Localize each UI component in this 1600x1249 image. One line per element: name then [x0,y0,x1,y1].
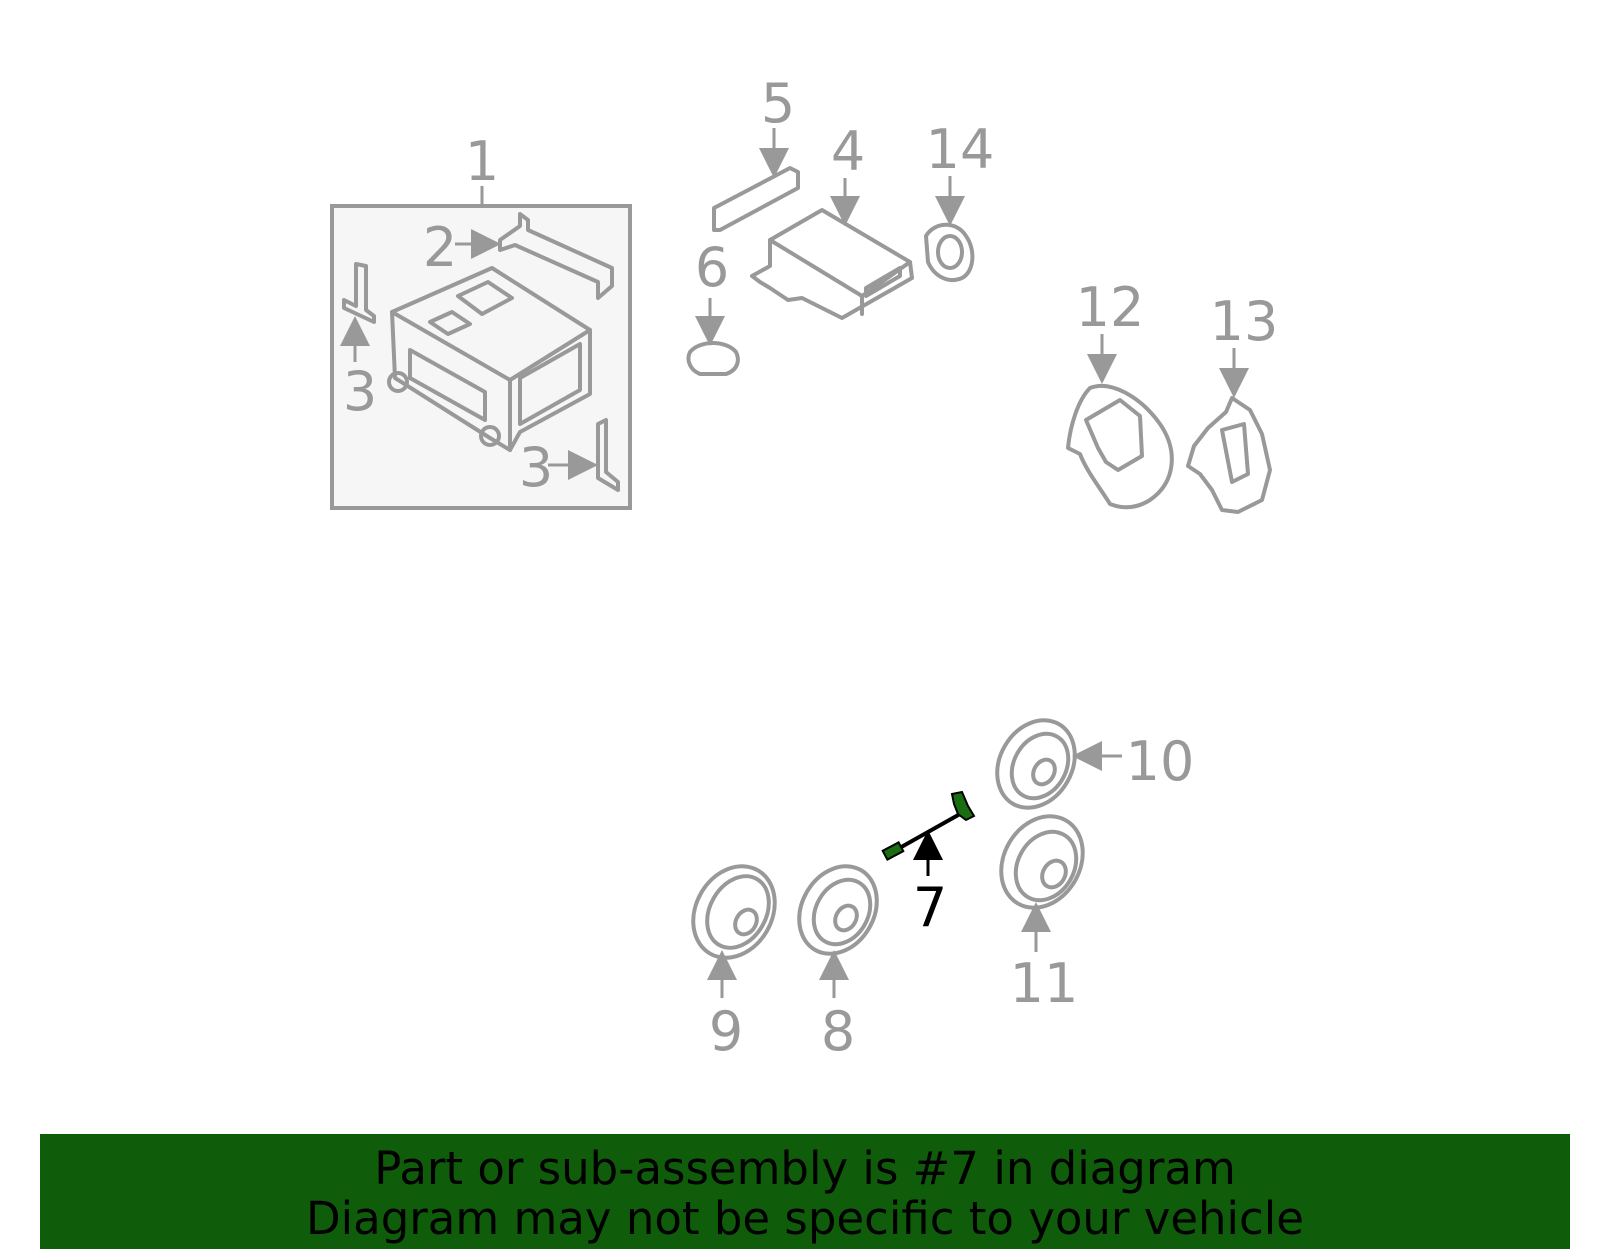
part-4-control-module [750,178,914,320]
part-5-trim-strip [712,128,800,232]
callout-7: 7 [913,876,947,939]
info-banner: Part or sub-assembly is #7 in diagram Di… [40,1134,1570,1249]
callout-5: 5 [761,72,795,135]
banner-line-part-number: Part or sub-assembly is #7 in diagram [374,1142,1236,1195]
part-13-speaker-bracket [1186,348,1272,514]
callout-3-left: 3 [343,360,377,423]
callout-1: 1 [465,130,499,193]
part-3-bracket-left [340,262,376,362]
part-1-radio-assembly [330,186,632,510]
part-10-speaker [995,718,1122,810]
part-9-speaker [691,864,777,998]
callout-2: 2 [423,216,457,279]
callout-4: 4 [831,120,865,183]
callout-9: 9 [709,1000,743,1063]
part-2-bracket [455,212,614,300]
callout-8: 8 [821,1000,855,1063]
part-3-bracket-right [548,418,620,492]
callout-3-right: 3 [519,436,553,499]
callout-14: 14 [926,118,995,181]
part-6-knob [686,298,740,376]
callout-10: 10 [1126,730,1195,793]
part-12-speaker-housing [1066,334,1174,510]
callout-12: 12 [1076,276,1145,339]
part-8-speaker [797,864,879,998]
callout-11: 11 [1010,952,1079,1015]
banner-line-disclaimer: Diagram may not be specific to your vehi… [306,1192,1304,1245]
part-7-wiring-harness-highlighted [881,790,976,876]
part-14-connector [924,176,975,282]
callout-6: 6 [695,236,729,299]
part-11-speaker [999,814,1085,952]
callout-13: 13 [1210,290,1279,353]
